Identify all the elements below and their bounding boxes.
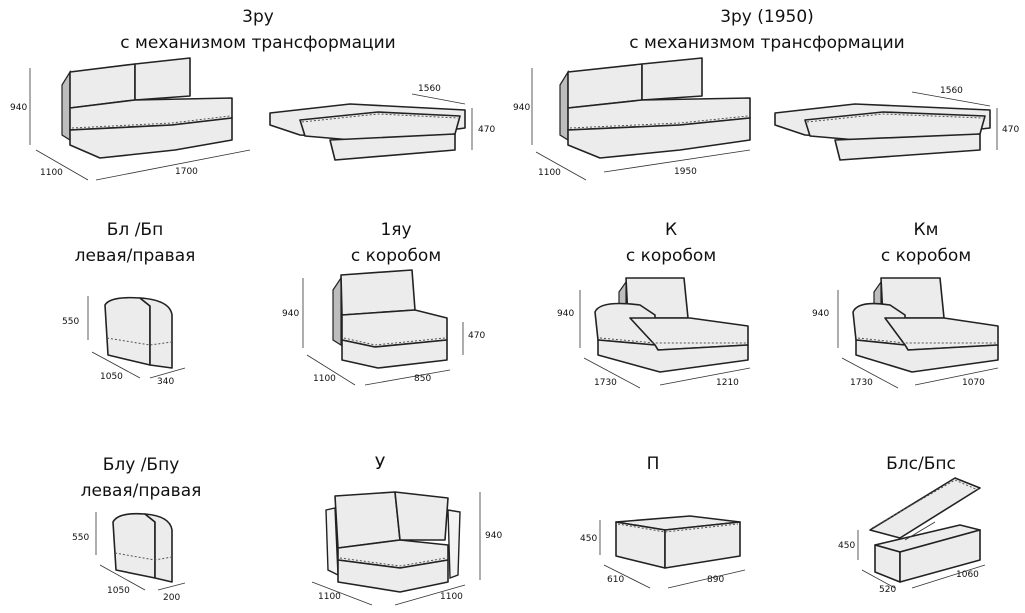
pouf-p <box>599 515 746 589</box>
dim-k-width: 1210 <box>716 378 739 388</box>
dim-1yau-seat-height: 470 <box>468 331 486 341</box>
module-name: Блс/Бпс <box>886 454 956 474</box>
dim-1yau-depth: 1100 <box>313 374 336 384</box>
corner-u <box>311 491 481 606</box>
dim-p-depth: 610 <box>607 575 625 585</box>
module-name: Бл /Бп <box>106 220 164 240</box>
module-subtitle: с коробом <box>625 246 717 266</box>
dim-km-depth: 1730 <box>850 378 873 388</box>
title-km: Км с коробом <box>881 219 971 267</box>
dim-3ru1950-depth: 1100 <box>538 168 561 178</box>
dim-3ru1950-open-height: 470 <box>1002 125 1020 135</box>
dim-blu-depth: 1050 <box>107 586 130 596</box>
sofa-3ru-closed <box>29 57 251 181</box>
storage-bls <box>857 477 986 589</box>
title-3ru: 3ру с механизмом трансформации <box>120 6 395 54</box>
module-name: П <box>646 454 660 474</box>
dim-3ru-open-width: 1560 <box>418 84 441 94</box>
title-u: У <box>375 453 385 475</box>
dim-3ru1950-width: 1950 <box>674 167 697 177</box>
armrest-bl <box>87 296 186 379</box>
module-subtitle: с механизмом трансформации <box>120 33 396 53</box>
module-subtitle: с коробом <box>350 246 442 266</box>
dim-bl-height: 550 <box>62 317 80 327</box>
dim-blu-width: 200 <box>163 593 181 603</box>
module-subtitle: левая/правая <box>80 481 202 501</box>
dim-3ru-depth: 1100 <box>40 168 63 178</box>
seat-1yau <box>302 269 464 386</box>
chaise-k <box>579 277 751 389</box>
module-name: Км <box>913 220 939 240</box>
sofa-3ru1950-open <box>774 91 998 161</box>
dim-1yau-width: 850 <box>414 374 432 384</box>
title-1yau: 1яу с коробом <box>351 219 441 267</box>
title-bl: Бл /Бп левая/правая <box>75 219 196 267</box>
dim-km-width: 1070 <box>962 378 985 388</box>
dim-bl-depth: 1050 <box>100 372 123 382</box>
dim-k-depth: 1730 <box>594 378 617 388</box>
dim-k-height: 940 <box>557 309 575 319</box>
dim-3ru1950-open-width: 1560 <box>940 86 963 96</box>
title-blu: Блу /Бпу левая/правая <box>81 454 202 502</box>
title-k: К с коробом <box>626 219 716 267</box>
dim-p-width: 890 <box>707 575 725 585</box>
module-name: У <box>374 454 386 474</box>
dim-blu-height: 550 <box>72 533 90 543</box>
chaise-km <box>837 277 999 389</box>
dim-bls-height: 450 <box>838 541 856 551</box>
dim-bls-width: 1060 <box>956 570 979 580</box>
dim-bl-width: 340 <box>157 377 175 387</box>
title-p: П <box>647 453 660 475</box>
module-subtitle: левая/правая <box>74 246 196 266</box>
dim-u-height: 940 <box>485 531 503 541</box>
dim-km-height: 940 <box>812 309 830 319</box>
dim-u-depth: 1100 <box>318 592 341 602</box>
title-3ru-1950: 3ру (1950) с механизмом трансформации <box>629 6 904 54</box>
title-bls: Блс/Бпс <box>886 453 956 475</box>
dim-p-height: 450 <box>580 534 598 544</box>
module-name: Блу /Бпу <box>102 455 180 475</box>
dim-3ru-height: 940 <box>10 103 28 113</box>
armrest-blu <box>95 512 186 591</box>
module-name: 3ру <box>242 7 274 27</box>
dim-u-width: 1100 <box>440 592 463 602</box>
module-subtitle: с коробом <box>880 246 972 266</box>
dim-3ru1950-height: 940 <box>513 103 531 113</box>
dim-3ru-open-height: 470 <box>478 125 496 135</box>
module-name: К <box>664 220 678 240</box>
module-name: 1яу <box>380 220 412 240</box>
dim-1yau-height: 940 <box>282 309 300 319</box>
module-subtitle: с механизмом трансформации <box>629 33 905 53</box>
module-name: 3ру (1950) <box>720 7 814 27</box>
dim-bls-depth: 520 <box>879 585 897 595</box>
sofa-3ru1950-closed <box>531 57 751 181</box>
sofa-3ru-open <box>269 93 473 161</box>
dim-3ru-width: 1700 <box>175 167 198 177</box>
